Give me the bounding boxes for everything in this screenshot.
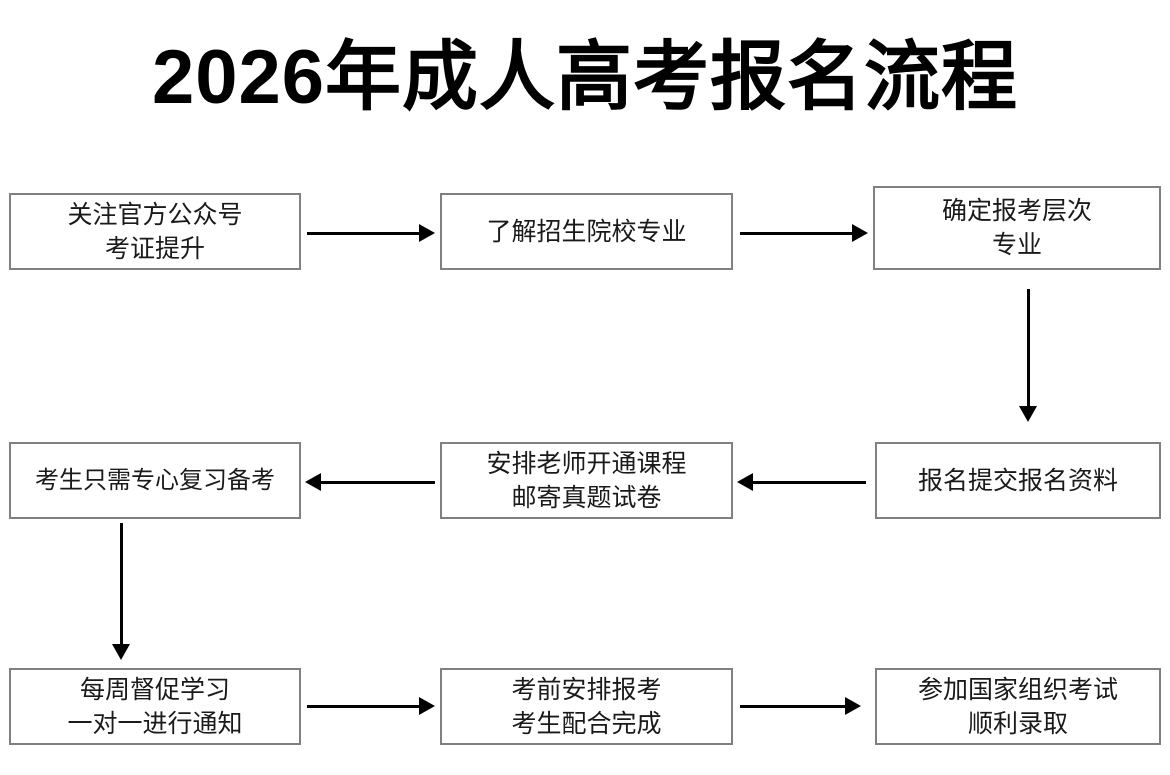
flow-node-line1: 关注官方公众号 <box>67 200 243 229</box>
edge-n7-n8-line <box>307 705 419 708</box>
flow-node-submit-application: 报名提交报名资料 <box>875 442 1161 519</box>
flow-node-line2: 专业 <box>991 231 1042 259</box>
flow-node-line2: 顺利录取 <box>967 709 1068 738</box>
flow-node-learn-schools-majors: 了解招生院校专业 <box>440 193 733 270</box>
edge-n7-n8-arrowhead <box>419 697 435 715</box>
flow-node-line1: 考生只需专心复习备考 <box>35 466 275 494</box>
edge-n8-n9-line <box>740 705 845 708</box>
flow-node-line1: 每周督促学习 <box>79 675 230 704</box>
edge-n3-n4-arrowhead <box>1019 406 1037 422</box>
flow-node-line1: 报名提交报名资料 <box>917 466 1118 495</box>
flow-node-line2: 邮寄真题试卷 <box>511 483 662 512</box>
flow-node-line2: 一对一进行通知 <box>67 709 243 738</box>
flow-node-line1: 安排老师开通课程 <box>486 449 687 478</box>
flow-node-student-focus-review: 考生只需专心复习备考 <box>9 442 301 519</box>
edge-n4-n5-line <box>753 481 866 484</box>
edge-n8-n9-arrowhead <box>845 697 861 715</box>
edge-n1-n2-arrowhead <box>419 224 435 242</box>
flow-node-exam-registration-arrangement: 考前安排报考 考生配合完成 <box>440 668 733 745</box>
page-title: 2026年成人高考报名流程 <box>151 35 1019 120</box>
flow-node-line1: 了解招生院校专业 <box>486 217 687 246</box>
edge-n2-n3-arrowhead <box>852 224 868 242</box>
flow-node-weekly-supervision: 每周督促学习 一对一进行通知 <box>9 668 301 745</box>
flow-node-line2: 考生配合完成 <box>511 709 662 738</box>
flow-node-attend-national-exam: 参加国家组织考试 顺利录取 <box>875 668 1161 745</box>
flow-node-line1: 参加国家组织考试 <box>917 675 1118 704</box>
edge-n1-n2-line <box>307 232 419 235</box>
flow-node-teacher-course-mail: 安排老师开通课程 邮寄真题试卷 <box>440 442 733 519</box>
flow-node-line1: 考前安排报考 <box>511 675 662 704</box>
edge-n3-n4-line <box>1027 289 1030 407</box>
flow-node-follow-official-account: 关注官方公众号 考证提升 <box>9 193 301 270</box>
edge-n4-n5-arrowhead <box>737 473 753 491</box>
edge-n6-n7-arrowhead <box>112 644 130 660</box>
edge-n6-n7-line <box>120 523 123 645</box>
flow-node-confirm-level-major: 确定报考层次 专业 <box>873 186 1161 270</box>
edge-n2-n3-line <box>740 232 852 235</box>
flow-node-line1: 确定报考层次 <box>941 197 1092 225</box>
edge-n5-n6-line <box>321 481 435 484</box>
flow-node-line2: 考证提升 <box>104 234 205 263</box>
edge-n5-n6-arrowhead <box>305 473 321 491</box>
